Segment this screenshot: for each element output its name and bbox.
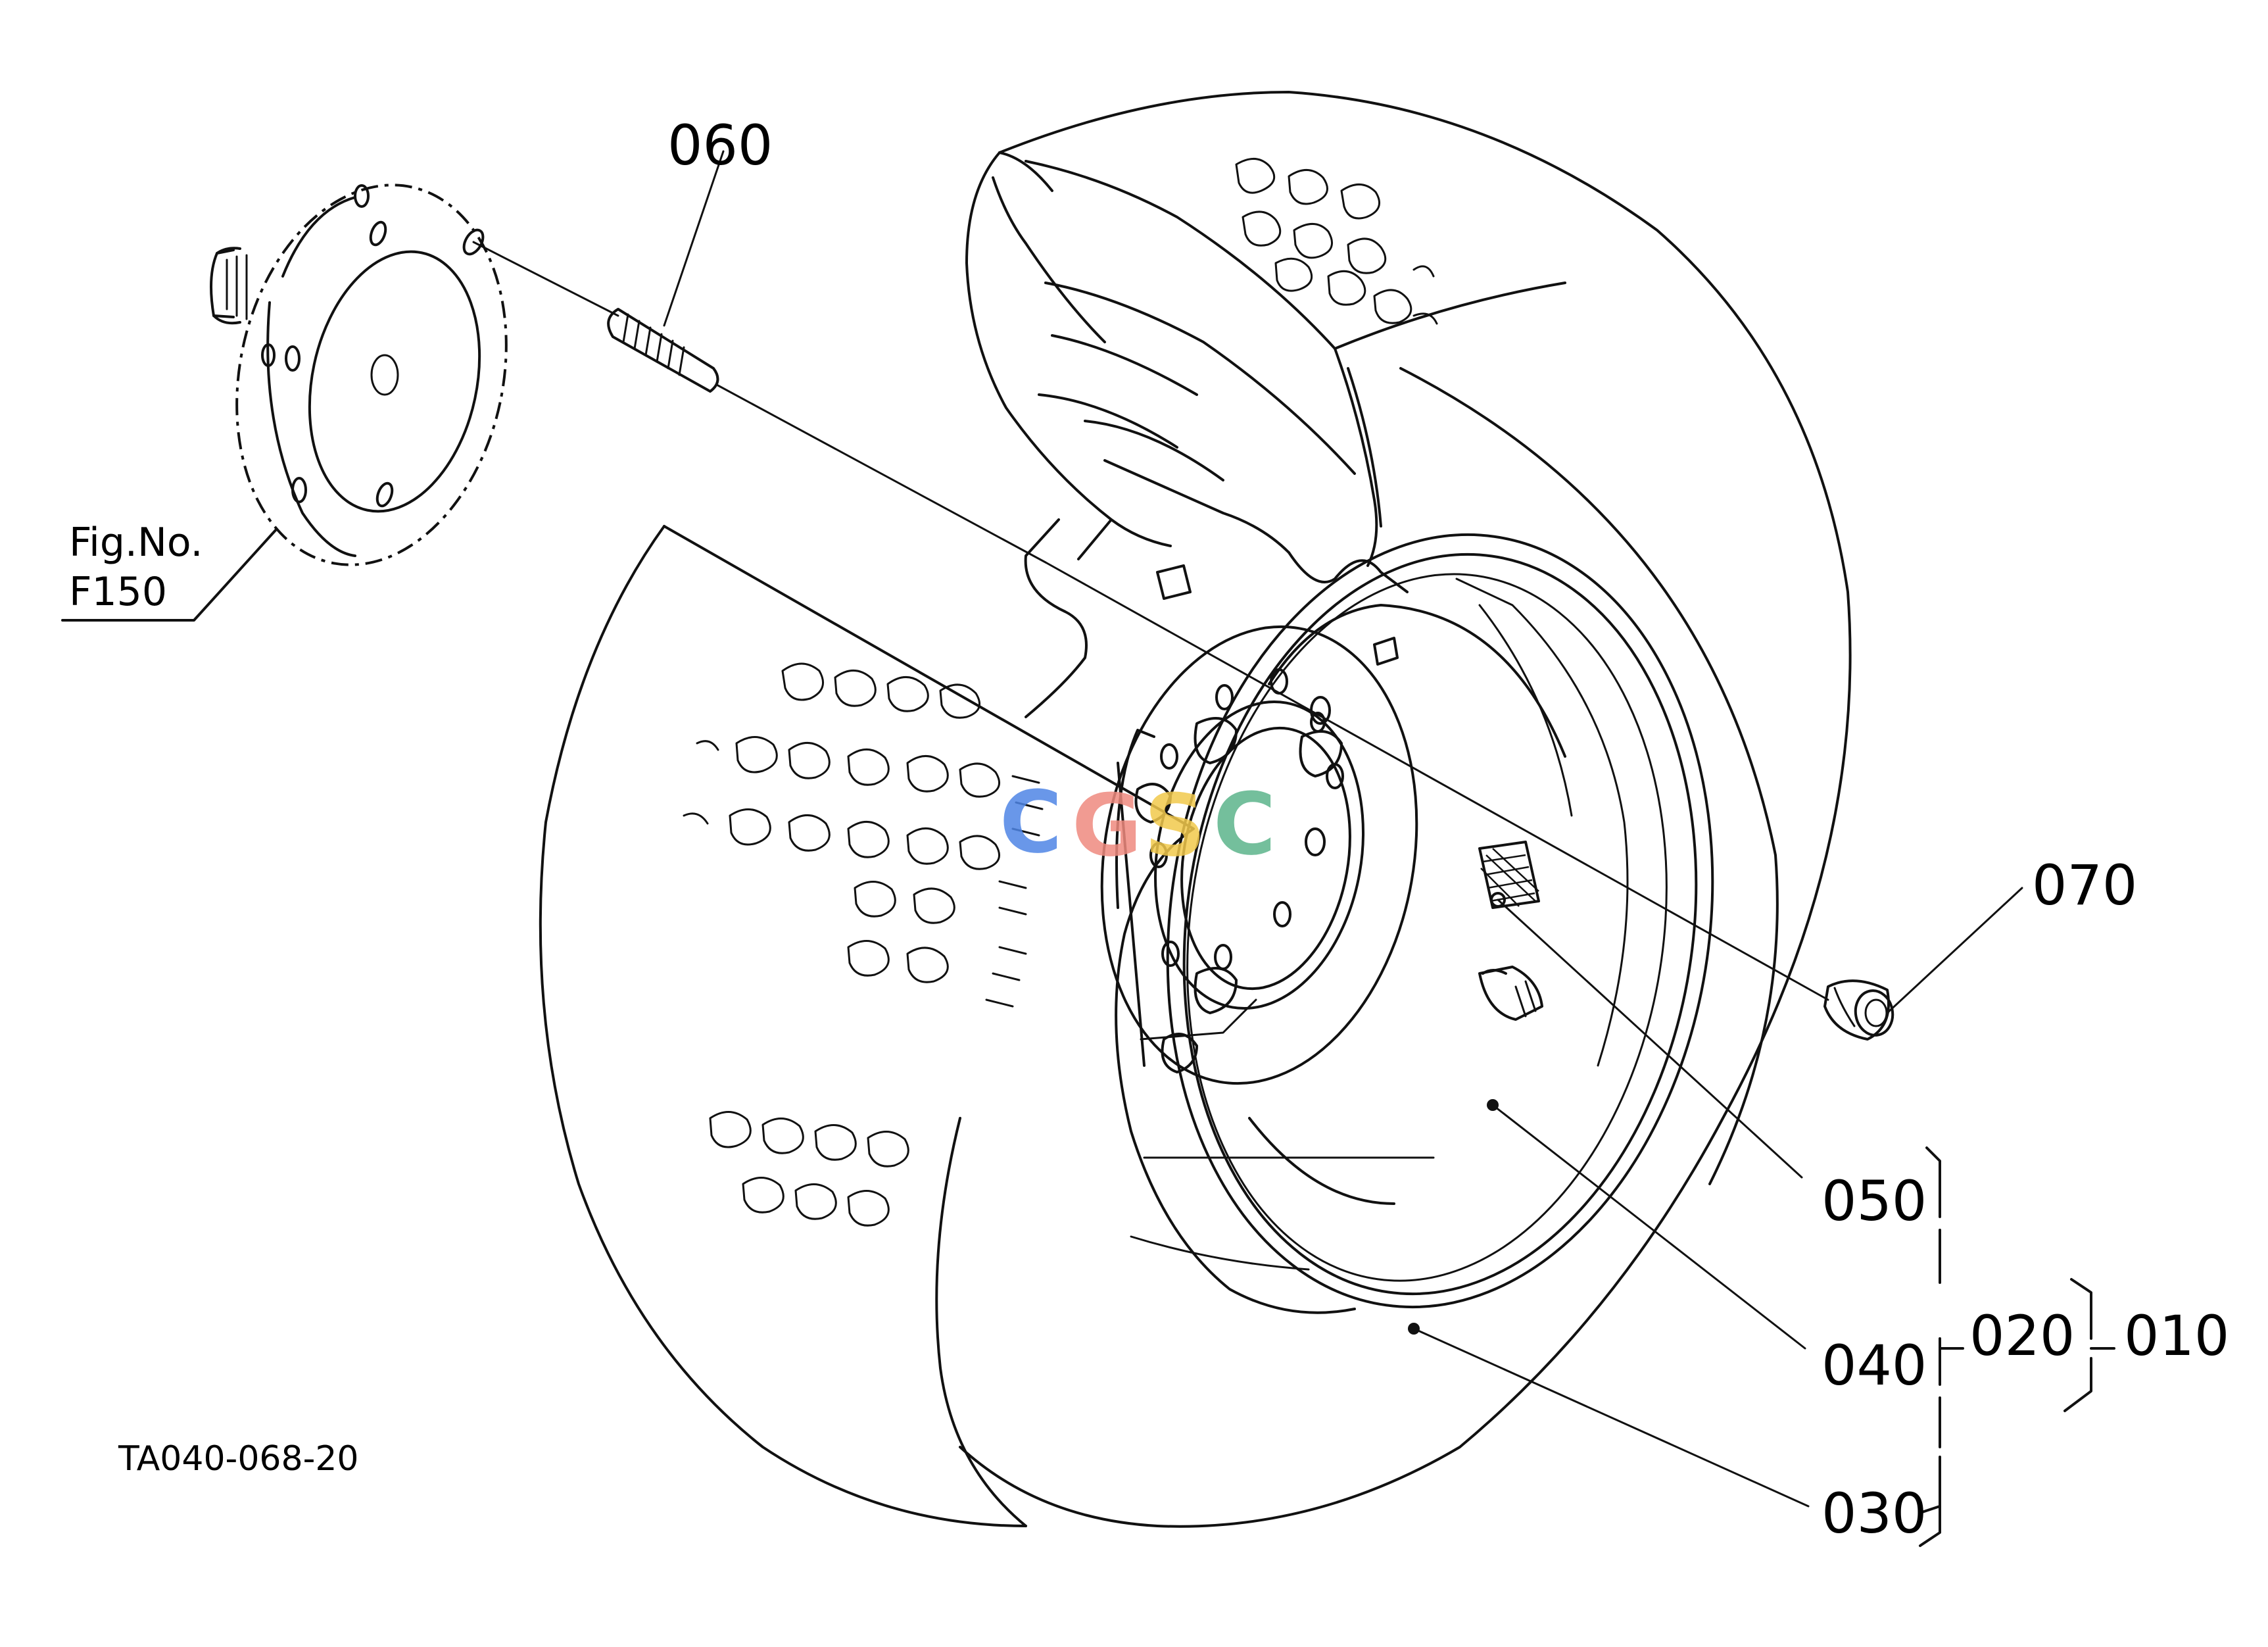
wheel-stud <box>607 308 719 393</box>
drawing-code: TA040-068-20 <box>118 1439 359 1479</box>
wheel-nut <box>1823 979 1894 1041</box>
fig-ref-line1: Fig.No. <box>69 520 203 566</box>
part-label-030: 030 <box>1822 1481 1927 1546</box>
part-label-070: 070 <box>2032 853 2137 918</box>
valve-stem <box>1478 841 1543 1021</box>
part-label-020: 020 <box>1969 1304 2075 1368</box>
part-label-010: 010 <box>2124 1304 2229 1368</box>
assembly-axis-line <box>472 241 619 317</box>
leader-lines <box>663 150 2023 1508</box>
part-label-040: 040 <box>1822 1333 1927 1398</box>
watermark-letter-1: C <box>1000 772 1062 872</box>
part-label-060: 060 <box>667 113 773 178</box>
tire <box>539 91 1852 1528</box>
watermark-logo: C G S C <box>1000 772 1276 875</box>
hub-flange <box>210 184 508 566</box>
assembly-axis-line-2 <box>715 383 1047 564</box>
fig-ref-line2: F150 <box>69 569 167 615</box>
fig-ref-leader <box>61 528 277 622</box>
watermark-letter-2: G <box>1072 775 1142 875</box>
watermark-letter-4: C <box>1213 774 1276 874</box>
grouping-brackets <box>1919 1146 2115 1547</box>
wheel-disc <box>1100 564 1418 1085</box>
part-label-050: 050 <box>1822 1169 1927 1233</box>
watermark-letter-3: S <box>1144 775 1206 875</box>
